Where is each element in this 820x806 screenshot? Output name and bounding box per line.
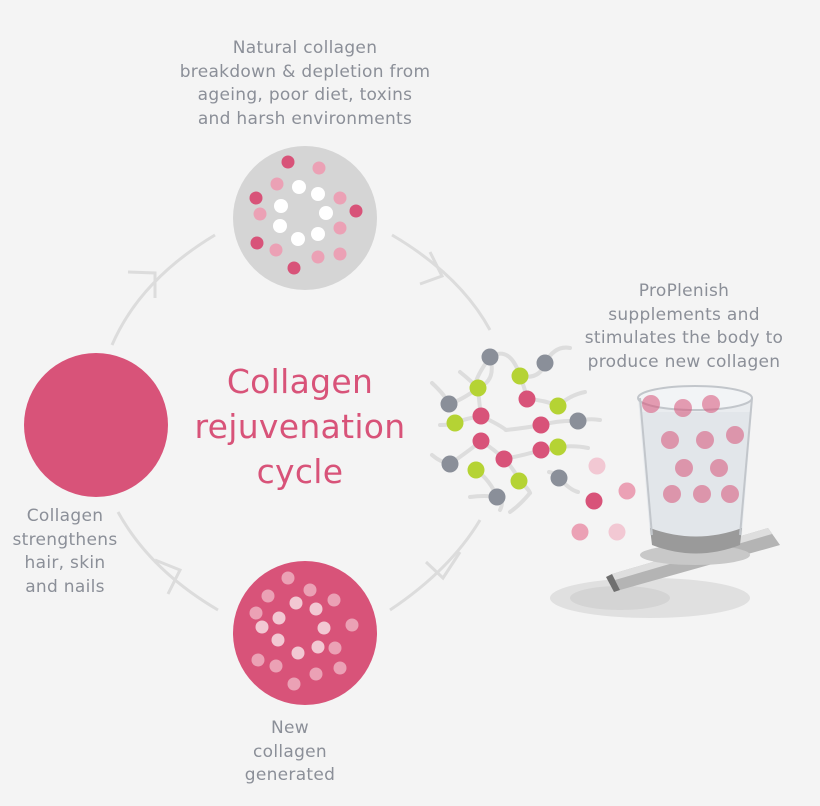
collagen-molecule-cluster (430, 345, 602, 514)
arrow-icon (154, 558, 183, 595)
strengthens-label: Collagen strengthens hair, skin and nail… (0, 505, 130, 599)
new-collagen-label-line: generated (244, 765, 336, 785)
cycle-arrows (127, 251, 462, 595)
strengthens-label-line: hair, skin (24, 553, 106, 573)
cycle-title-line-1: Collagen (226, 362, 374, 401)
proplenish-label-line: stimulates the body to (584, 328, 784, 348)
breakdown-label: Natural collagen breakdown & depletion f… (150, 37, 460, 131)
breakdown-label-line: Natural collagen (232, 38, 378, 58)
new-collagen-label-line: collagen (252, 741, 328, 762)
healthy-collagen-circle (24, 353, 168, 497)
cycle-title-line-2: rejuvenation (194, 407, 406, 446)
proplenish-label-line: produce new collagen (587, 351, 781, 372)
arc-top-left (110, 233, 216, 346)
strengthens-label-line: Collagen (26, 506, 104, 526)
breakdown-label-line: ageing, poor diet, toxins (197, 85, 413, 105)
arc-bottom-left (116, 511, 219, 612)
arrow-icon (424, 551, 462, 581)
arc-bottom-right (389, 519, 482, 612)
arc-top-right (391, 233, 492, 331)
new-collagen-label: New collagen generated (225, 717, 355, 788)
floating-collagen-dots (571, 457, 636, 541)
breakdown-label-line: breakdown & depletion from (179, 61, 431, 82)
glass-of-water (637, 385, 753, 565)
cycle-title-line-3: cycle (256, 452, 344, 491)
breakdown-label-line: and harsh environments (197, 108, 413, 129)
collagen-breakdown-circle (233, 146, 377, 290)
strengthens-label-line: strengthens (12, 529, 118, 550)
arrow-icon (419, 251, 445, 286)
arrow-icon (127, 270, 157, 298)
proplenish-label-line: supplements and (608, 304, 760, 325)
proplenish-label-line: ProPlenish (638, 281, 730, 301)
new-collagen-label-line: New (271, 718, 309, 738)
proplenish-label: ProPlenish supplements and stimulates th… (570, 280, 798, 374)
cycle-arcs (110, 233, 492, 612)
strengthens-label-line: and nails (25, 576, 105, 597)
new-collagen-circle (233, 561, 377, 705)
